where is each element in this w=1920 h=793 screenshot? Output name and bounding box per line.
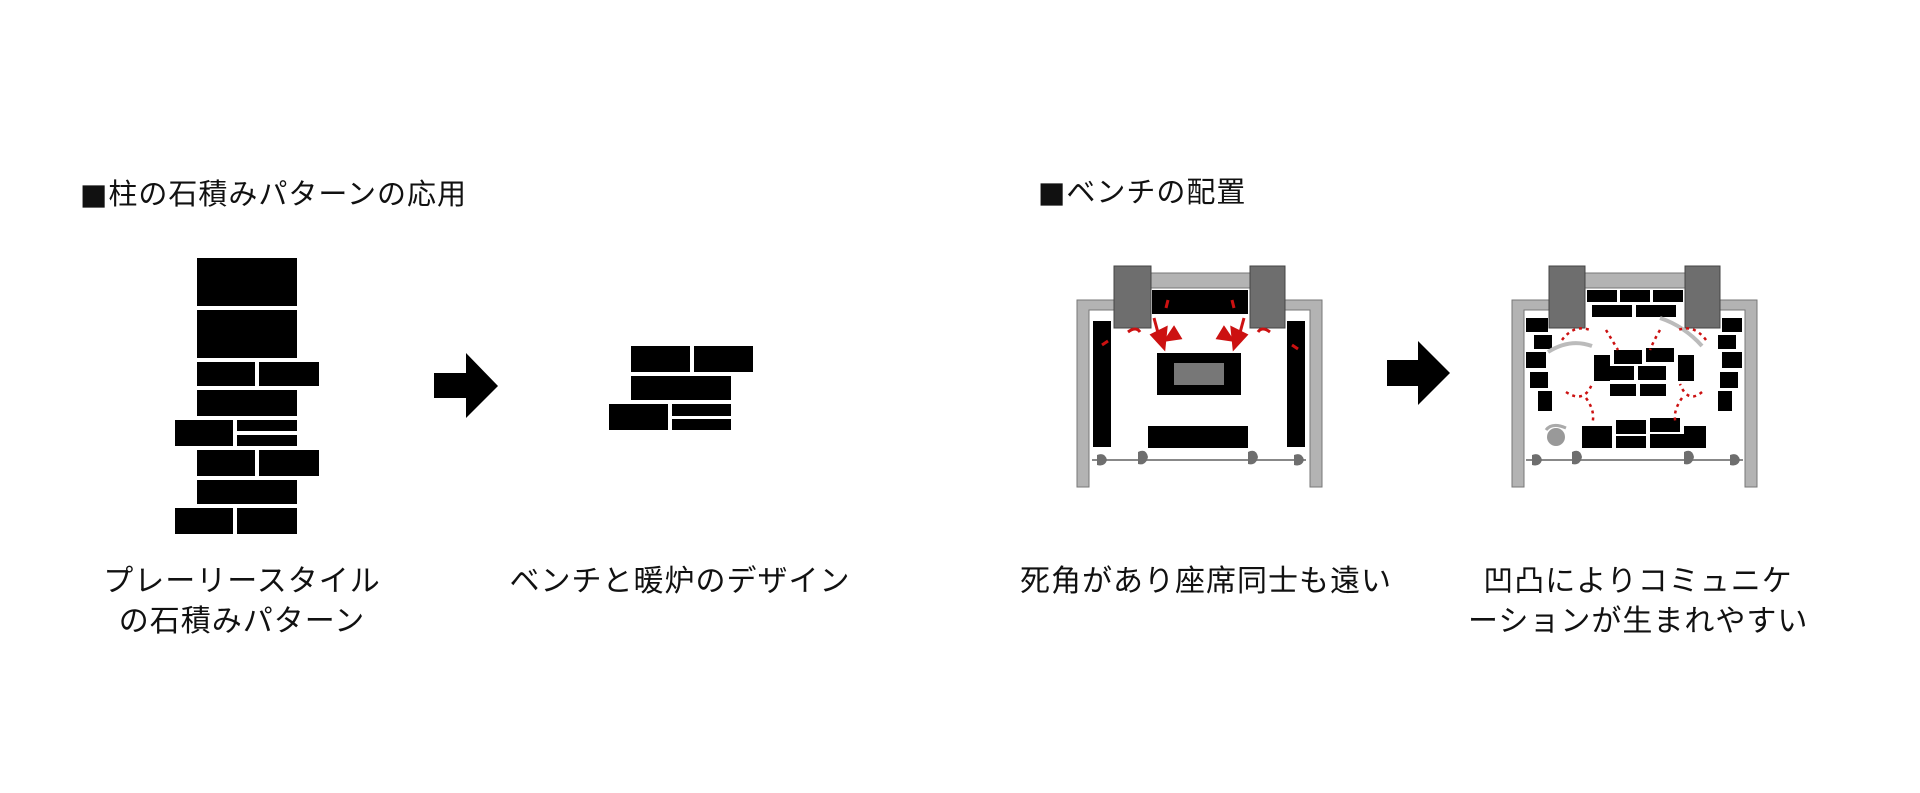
heading-bench-layout: ■ベンチの配置: [1038, 175, 1247, 209]
caption-column-line2: の石積みパターン: [118, 604, 366, 639]
blind-spot-arrows: [1101, 299, 1299, 352]
caption-before: 死角があり座席同士も遠い: [1020, 564, 1392, 599]
caption-column-line1: プレーリースタイル: [103, 564, 381, 599]
caption-after: 凹凸によりコミュニケ ーションが生まれやすい: [1468, 562, 1808, 642]
caption-column-pattern: プレーリースタイル の石積みパターン: [92, 562, 392, 642]
plan-after: [1511, 265, 1758, 488]
plan-before: [1076, 265, 1323, 488]
arrow-right-icon: [434, 353, 498, 418]
caption-bench-design: ベンチと暖炉のデザイン: [509, 564, 851, 599]
heading-column-pattern: ■柱の石積みパターンの応用: [80, 177, 467, 211]
bench-fireplace-pattern: [609, 346, 753, 430]
caption-after-line2: ーションが生まれやすい: [1468, 604, 1809, 639]
arrow-right-icon: [1387, 341, 1450, 405]
column-stone-pattern: [175, 258, 319, 534]
communication-arrows: [1561, 327, 1707, 425]
caption-after-line1: 凹凸によりコミュニケ: [1483, 564, 1793, 599]
